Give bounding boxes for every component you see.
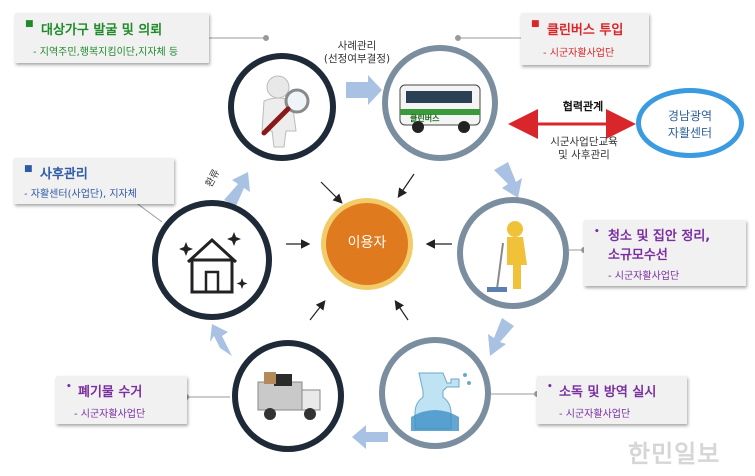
- case-line-1: 사례관리: [337, 40, 377, 52]
- disinfect-bullet: •: [547, 382, 553, 392]
- cycle-arrows: [210, 75, 522, 449]
- center-user-node: 이용자: [321, 198, 413, 290]
- target-bullet: ■: [25, 19, 34, 29]
- disinfect-title: 소독 및 방역 실시: [559, 385, 657, 400]
- magnifier-person-icon: [261, 75, 310, 148]
- bus-bullet: ■: [531, 19, 540, 29]
- bus-label: 클린버스: [410, 114, 440, 123]
- center-org-line-1: 경남광역: [667, 109, 713, 123]
- truck-icon: [257, 372, 321, 420]
- case-management-caption: 사례관리 (선정여부결정): [322, 40, 392, 66]
- cleaning-title-2: 소규모수선: [608, 248, 668, 263]
- partnership-caption: 협력관계: [562, 100, 604, 113]
- house-icon: [179, 232, 248, 294]
- target-sub: - 지역주민,행복지킴이단,지자체 등: [33, 47, 179, 58]
- step-aftercare: [152, 200, 272, 320]
- box-waste: • 폐기물 수거 - 시군자활사업단: [56, 376, 187, 424]
- spray-bottle-icon: [411, 372, 471, 431]
- aftercare-sub: - 자활센터(사업단), 지자체: [24, 189, 137, 200]
- case-line-2: (선정여부결정): [323, 53, 391, 65]
- step-disinfect: [379, 337, 491, 449]
- step-cleaning: [457, 197, 569, 309]
- aftercare-title: 사후관리: [40, 167, 88, 182]
- center-label: 이용자: [347, 235, 387, 251]
- step-clean-bus: 클린버스: [382, 45, 498, 161]
- regional-center-node: 경남광역 자활센터: [636, 88, 744, 158]
- clean-bus-icon: [399, 84, 481, 133]
- waste-bullet: •: [66, 382, 72, 392]
- cleaning-bullet: •: [594, 227, 600, 237]
- waste-sub: - 시군자활사업단: [74, 409, 146, 420]
- edu-line-1: 시군사업단교육: [550, 136, 618, 148]
- cleaning-sub: - 시군자활사업단: [608, 271, 680, 282]
- disinfect-sub: - 시군자활사업단: [559, 409, 631, 420]
- box-cleaning: • 청소 및 집안 정리, 소규모수선 - 시군자활사업단: [584, 220, 746, 286]
- step-target-search: [228, 53, 336, 161]
- box-aftercare: ■ 사후관리 - 자활센터(사업단), 지자체: [14, 158, 174, 204]
- bus-sub: - 시군자활사업단: [543, 48, 615, 59]
- cleaning-title-1: 청소 및 집안 정리,: [608, 229, 711, 244]
- edu-line-2: 및 사후관리: [558, 149, 610, 161]
- target-title: 대상가구 발굴 및 의뢰: [41, 23, 163, 38]
- watermark: 한민일보: [628, 440, 721, 468]
- waste-title: 폐기물 수거: [78, 385, 143, 400]
- box-disinfect: • 소독 및 방역 실시 - 시군자활사업단: [537, 376, 687, 424]
- box-target-household: ■ 대상가구 발굴 및 의뢰 - 지역주민,행복지킴이단,지자체 등: [15, 13, 209, 63]
- bus-title: 클린버스 투입: [547, 23, 624, 38]
- cleaner-mop-icon: [487, 221, 527, 292]
- inward-arrows: [286, 173, 452, 321]
- center-org-line-2: 자활센터: [667, 126, 713, 140]
- box-clean-bus: ■ 클린버스 투입 - 시군자활사업단: [521, 13, 649, 65]
- step-waste-collection: [232, 340, 344, 452]
- education-caption: 시군사업단교육 및 사후관리: [538, 136, 630, 162]
- aftercare-bullet: ■: [24, 164, 33, 174]
